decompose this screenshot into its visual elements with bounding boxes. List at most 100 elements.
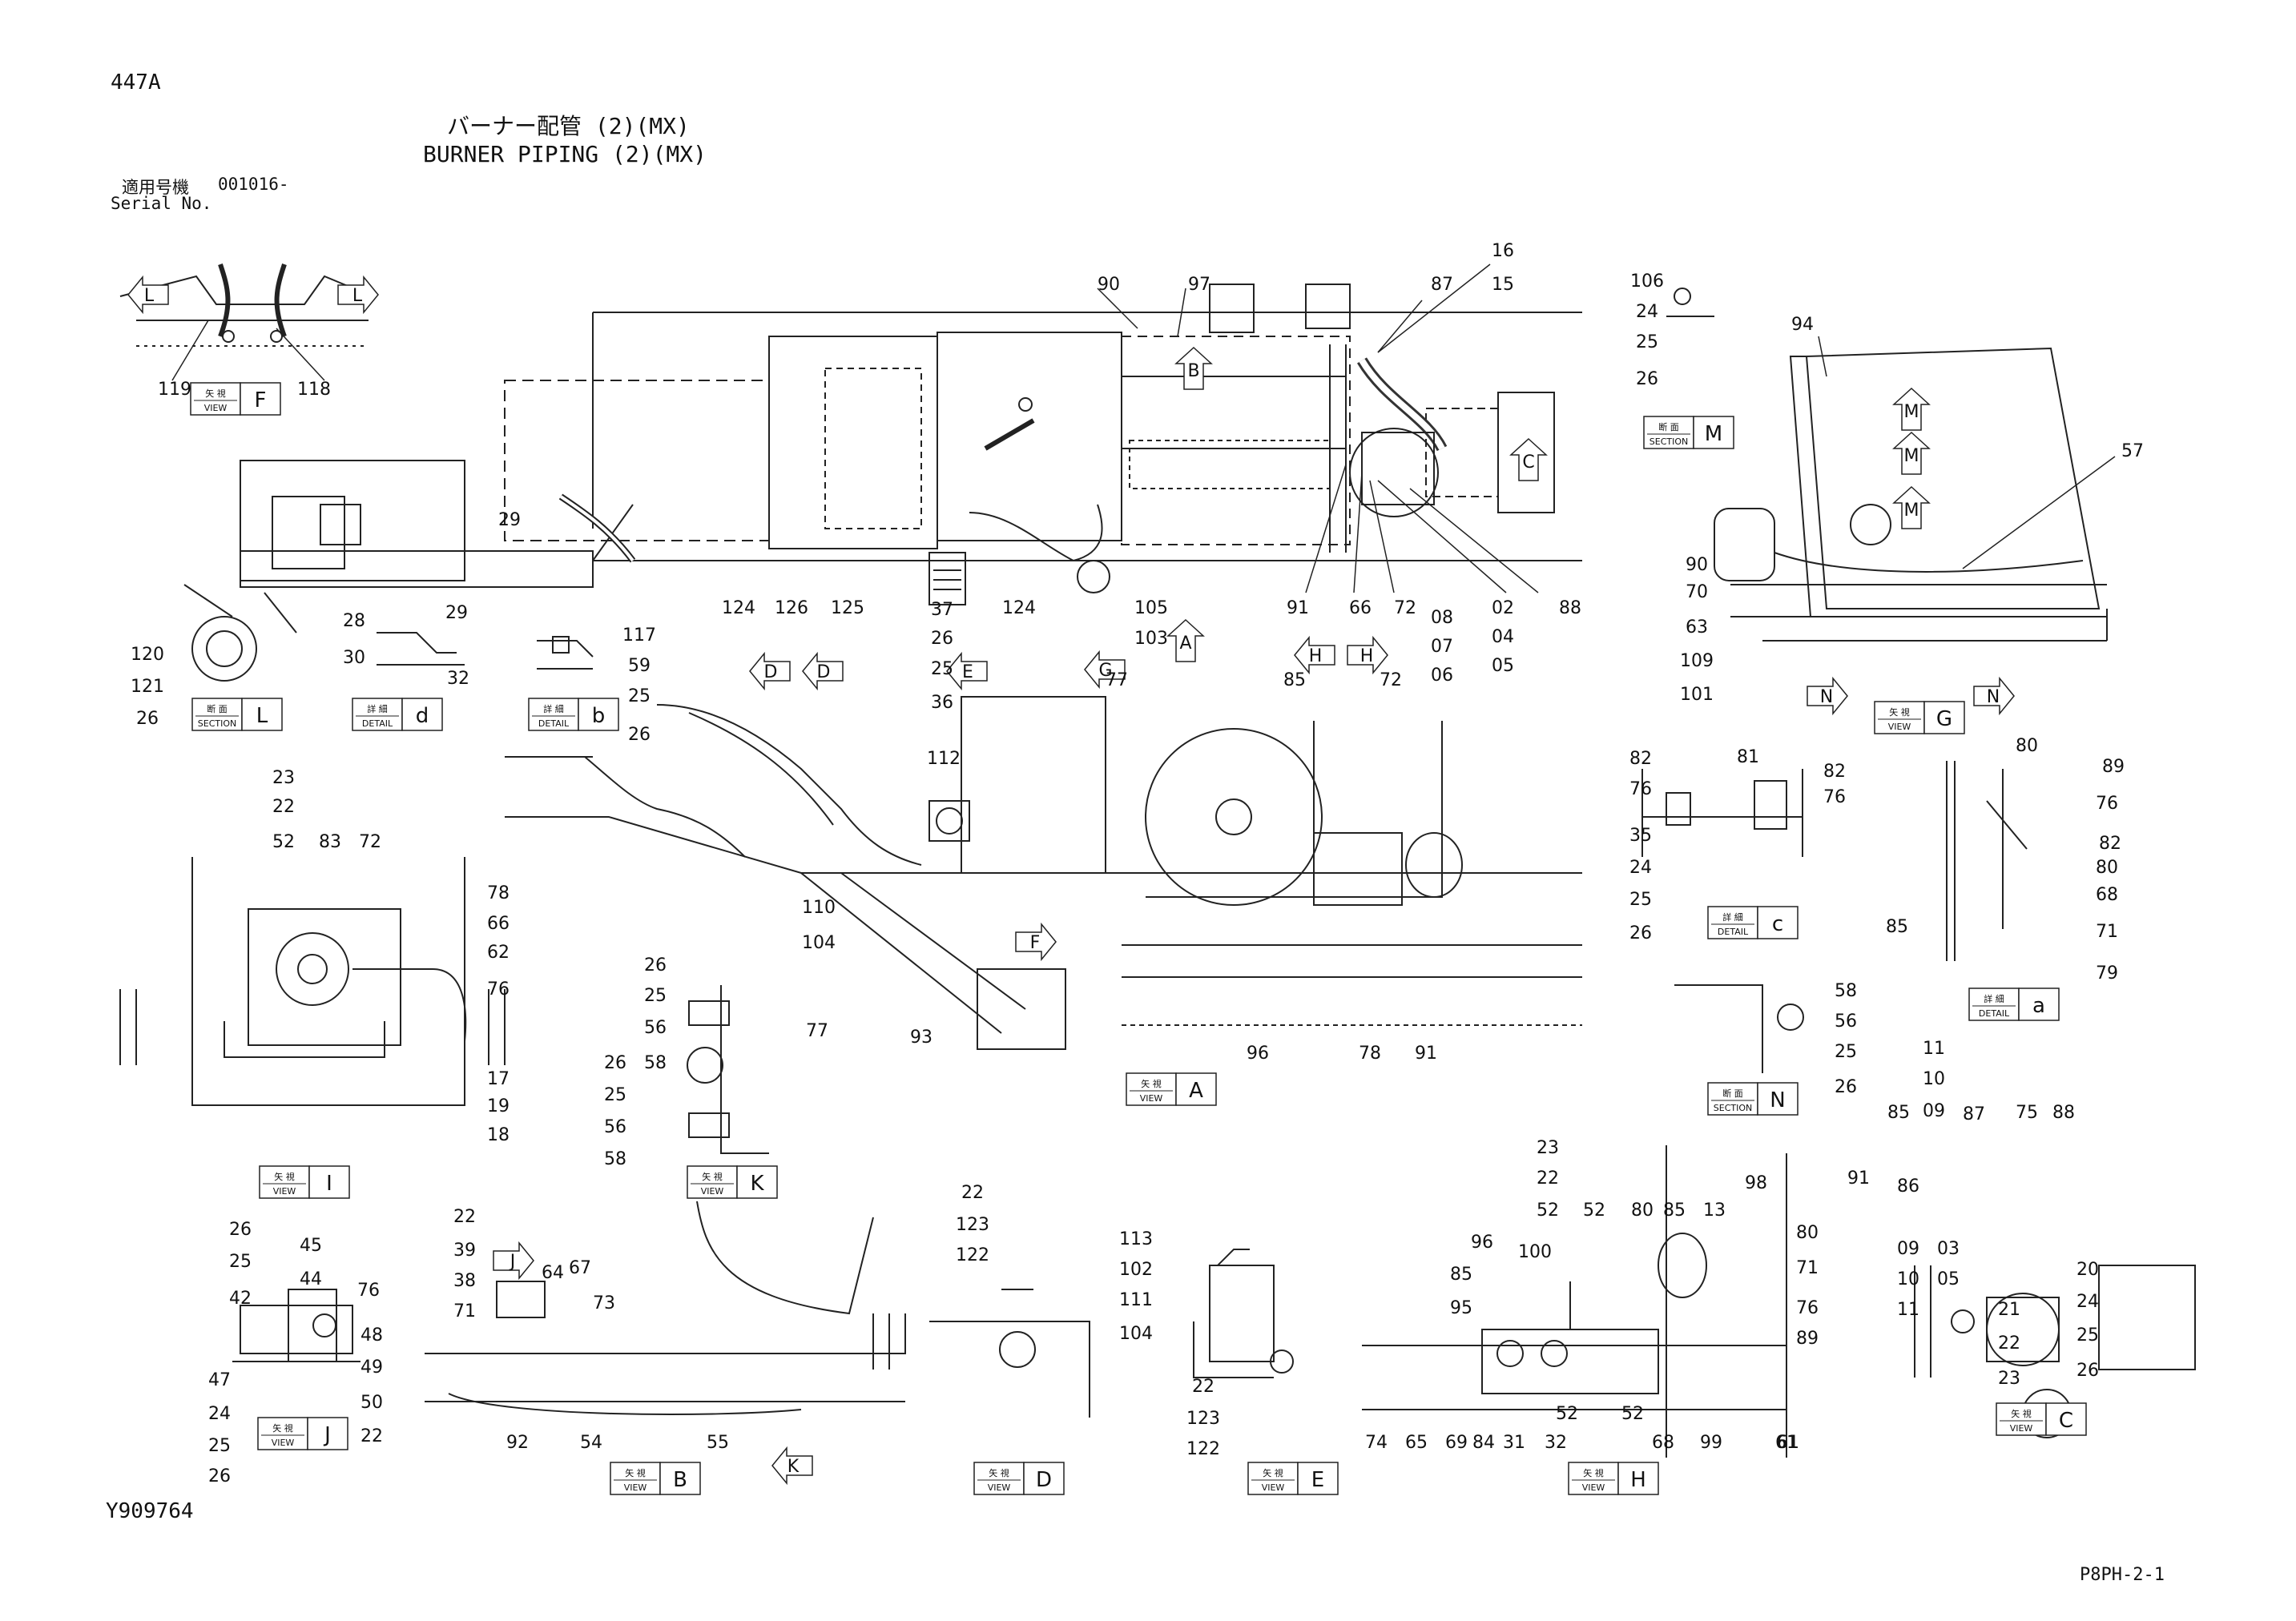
part-callout: 77 bbox=[806, 1021, 828, 1041]
view-arrow-G: G bbox=[1084, 650, 1126, 690]
part-callout: 69 bbox=[1445, 1433, 1468, 1453]
part-callout: 26 bbox=[2076, 1361, 2099, 1381]
part-callout: 25 bbox=[1629, 890, 1652, 910]
part-callout: 25 bbox=[1636, 332, 1658, 352]
part-callout: 24 bbox=[208, 1404, 231, 1424]
part-callout: 70 bbox=[1686, 582, 1708, 602]
part-callout: 121 bbox=[131, 677, 164, 697]
part-callout: 16 bbox=[1492, 241, 1514, 261]
view-kind-jp: 矢 視 bbox=[1889, 706, 1910, 718]
part-callout: 52 bbox=[1583, 1201, 1605, 1221]
part-callout: 26 bbox=[604, 1053, 626, 1073]
part-callout: 48 bbox=[361, 1325, 383, 1345]
view-key-letter: c bbox=[1772, 912, 1783, 936]
view-arrow-D: D bbox=[802, 651, 844, 691]
part-callout: 64 bbox=[542, 1263, 564, 1283]
part-callout: 86 bbox=[1897, 1177, 1919, 1197]
part-callout: 124 bbox=[722, 598, 755, 618]
part-callout: 125 bbox=[831, 598, 864, 618]
part-callout: 82 bbox=[2099, 834, 2121, 854]
view-kind-en: VIEW bbox=[1262, 1482, 1285, 1493]
part-callout: 119 bbox=[158, 380, 191, 400]
part-callout: 76 bbox=[1629, 779, 1652, 799]
view-kind-jp: 矢 視 bbox=[989, 1467, 1009, 1478]
part-callout: 84 bbox=[1472, 1433, 1495, 1453]
part-callout: 39 bbox=[453, 1241, 476, 1261]
view-key-letter: D bbox=[1036, 1468, 1052, 1492]
view-arrow-letter: H bbox=[1360, 646, 1374, 666]
view-arrow-H: H bbox=[1294, 635, 1335, 675]
part-callout: 85 bbox=[1887, 1103, 1910, 1123]
view-arrow-N: N bbox=[1807, 676, 1848, 716]
part-callout: 96 bbox=[1247, 1044, 1269, 1064]
view-key-letter: I bbox=[326, 1172, 332, 1196]
view-kind-jp: 詳 細 bbox=[1984, 993, 2004, 1004]
part-callout: 91 bbox=[1847, 1168, 1870, 1189]
view-arrow-letter: K bbox=[787, 1457, 800, 1477]
part-callout: 89 bbox=[1796, 1329, 1819, 1349]
part-callout: 36 bbox=[931, 693, 953, 713]
view-key-letter: C bbox=[2059, 1409, 2073, 1433]
part-callout: 26 bbox=[1835, 1077, 1857, 1097]
page-reference: P8PH-2-1 bbox=[2080, 1565, 2165, 1585]
view-k-drawing bbox=[687, 985, 769, 1154]
part-callout: 22 bbox=[1192, 1377, 1214, 1397]
part-callout: 71 bbox=[1796, 1258, 1819, 1278]
part-callout: 90 bbox=[1098, 275, 1120, 295]
part-callout: 82 bbox=[1629, 749, 1652, 769]
part-callout: 21 bbox=[1998, 1300, 2020, 1320]
part-callout: 65 bbox=[1405, 1433, 1428, 1453]
part-callout: 88 bbox=[1559, 598, 1581, 618]
part-callout: 76 bbox=[1823, 787, 1846, 807]
part-callout: 102 bbox=[1119, 1260, 1153, 1280]
line-drawing bbox=[119, 263, 2196, 1458]
title-english: BURNER PIPING (2)(MX) bbox=[423, 141, 707, 167]
part-callout: 76 bbox=[1796, 1298, 1819, 1318]
part-callout: 78 bbox=[487, 883, 510, 903]
part-callout: 120 bbox=[131, 645, 164, 665]
view-kind-en: VIEW bbox=[624, 1482, 647, 1493]
part-callout: 20 bbox=[2076, 1260, 2099, 1280]
part-callout: 37 bbox=[931, 600, 953, 620]
view-key-letter: E bbox=[1311, 1468, 1324, 1492]
view-b-drawing bbox=[425, 1201, 906, 1415]
part-callout: 103 bbox=[1134, 629, 1168, 649]
part-callout: 52 bbox=[1556, 1404, 1578, 1424]
view-kind-jp: 矢 視 bbox=[702, 1171, 723, 1182]
part-callout: 26 bbox=[1636, 369, 1658, 389]
part-callout: 101 bbox=[1680, 685, 1714, 705]
view-arrow-E: E bbox=[946, 651, 988, 691]
part-callout: 66 bbox=[1349, 598, 1372, 618]
part-callout: 58 bbox=[644, 1053, 667, 1073]
part-callout: 23 bbox=[1998, 1369, 2020, 1389]
part-callout: 90 bbox=[1686, 555, 1708, 575]
part-callout: 28 bbox=[343, 611, 365, 631]
part-callout: 42 bbox=[229, 1289, 252, 1309]
view-kind-en: SECTION bbox=[1649, 436, 1688, 447]
part-callout: 117 bbox=[622, 625, 656, 646]
part-callout: 25 bbox=[931, 659, 953, 679]
view-kind-jp: 詳 細 bbox=[1722, 911, 1743, 923]
part-callout: 104 bbox=[802, 933, 836, 953]
part-callout: 89 bbox=[2102, 757, 2125, 777]
detail-c-a-n-drawings bbox=[1641, 761, 2028, 1073]
part-callout: 15 bbox=[1492, 275, 1514, 295]
view-arrow-B: B bbox=[1174, 346, 1213, 390]
part-callout: 47 bbox=[208, 1370, 231, 1390]
part-callout: 05 bbox=[1492, 656, 1514, 676]
part-callout: 61 bbox=[1775, 1433, 1798, 1453]
part-callout: 122 bbox=[956, 1245, 989, 1265]
part-callout: 24 bbox=[2076, 1292, 2099, 1312]
part-callout: 04 bbox=[1492, 627, 1514, 647]
view-key-letter: d bbox=[416, 704, 429, 728]
page-code: 447A bbox=[111, 70, 161, 95]
view-kind-jp: 矢 視 bbox=[625, 1467, 646, 1478]
